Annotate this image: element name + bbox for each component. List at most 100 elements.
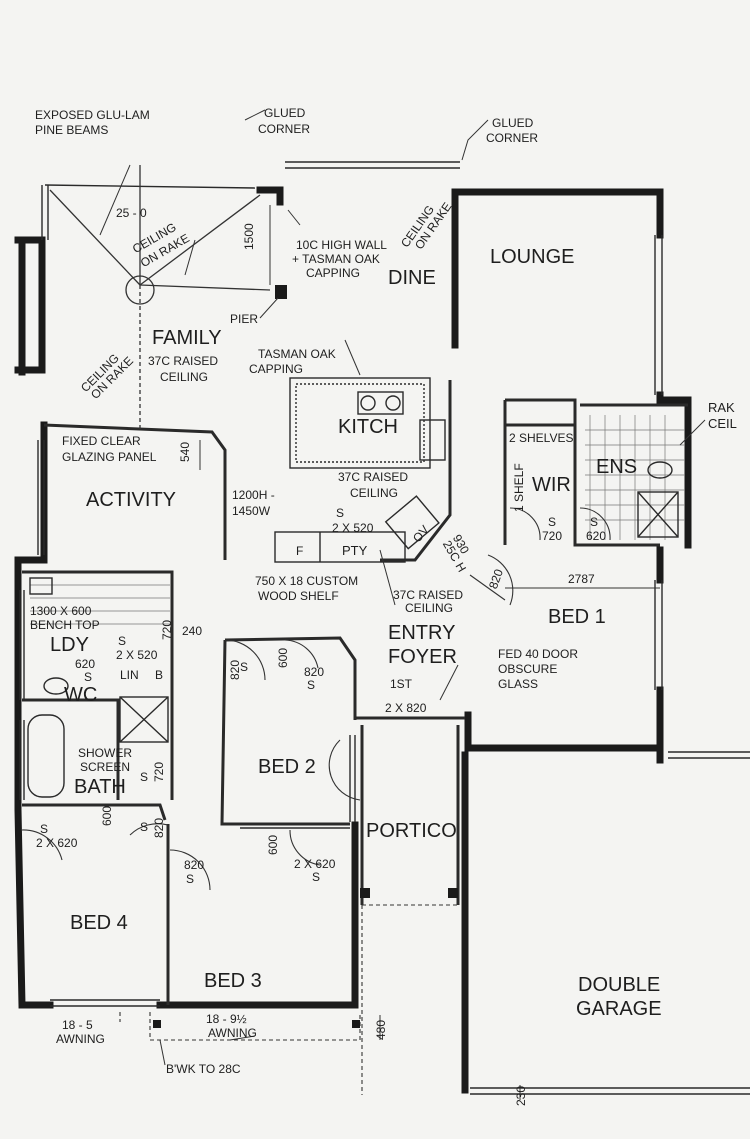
note-brickwork: B'WK TO 28c [166, 1062, 241, 1076]
note-front-door-line2: OBSCURE [498, 662, 558, 676]
note-front-door-line3: GLASS [498, 677, 539, 691]
note-window-height-line2: 1450W [232, 504, 271, 518]
room-wc: WC [64, 684, 98, 706]
note-beams-line2: PINE BEAMS [35, 123, 109, 137]
note-awning-a-line1: 18 - 9½ [206, 1012, 247, 1026]
room-bed3: BED 3 [204, 970, 262, 992]
dim-bed3-doors: 2 x 620 [294, 857, 336, 871]
room-bed2: BED 2 [258, 756, 316, 778]
room-laundry: LDY [50, 634, 89, 656]
room-entry-line1: ENTRY [388, 622, 456, 644]
room-bed4: BED 4 [70, 912, 128, 934]
hall-sliding-marker: S [140, 820, 149, 834]
room-portico: PORTICO [366, 820, 457, 842]
wir-sliding-marker: S [548, 515, 557, 529]
dim-wall-height: 1500 [242, 223, 256, 250]
room-dine: DINE [388, 267, 436, 289]
note-wir-shelves: 2 SHELVES [509, 431, 574, 445]
dim-bath-door: 720 [152, 761, 166, 782]
note-kitchen-ceiling-line2: CEILING [350, 486, 399, 500]
dim-240: 240 [182, 624, 203, 638]
note-wir-shelf: 1 SHELF [512, 463, 526, 512]
kitchen-benches [274, 377, 446, 563]
note-awning-b-line2: AWNING [56, 1032, 105, 1046]
note-window-height-line1: 1200H - [232, 488, 275, 502]
room-garage-line1: DOUBLE [578, 974, 661, 996]
note-awning-a-line2: AWNING [208, 1026, 257, 1040]
dim-pantry-doors: 2 x 520 [332, 521, 374, 535]
leader-lines [159, 109, 706, 1066]
pantry-sliding-marker: S [336, 506, 345, 520]
note-shelf-line1: 750 x 18 CUSTOM [255, 574, 359, 588]
room-lounge: LOUNGE [490, 246, 575, 268]
ens-sliding-marker: S [590, 515, 599, 529]
note-foyer-ceiling-line1: 37c RAISED [393, 588, 464, 602]
bed2b-sliding-marker: S [307, 678, 316, 692]
note-glued-corner-a-line2: CORNER [258, 122, 311, 136]
note-shelf-line2: WOOD SHELF [258, 589, 339, 603]
room-bed1: BED 1 [548, 606, 606, 628]
dim-door-600-bed4: 600 [100, 805, 114, 826]
room-activity: ACTIVITY [86, 489, 177, 511]
note-glued-corner-b-line2: CORNER [486, 131, 539, 145]
room-wir: WIR [532, 474, 571, 496]
note-tasman-capping-line2: CAPPING [249, 362, 304, 376]
note-bench-line1: 1300 x 600 [30, 604, 92, 618]
room-bath: BATH [74, 776, 126, 798]
room-ens: ENS [596, 456, 638, 478]
room-garage-line2: GARAGE [576, 998, 662, 1020]
note-kitchen-ceiling-line1: 37c RAISED [338, 470, 409, 484]
interior-walls [22, 380, 688, 1005]
bed3-sliding-marker: S [186, 872, 195, 886]
note-high-wall-line2: + TASMAN OAK [292, 252, 380, 266]
room-kitchen: KITCH [338, 416, 398, 438]
dim-door-600-bed3: 600 [266, 834, 280, 855]
label-linen: LIN [120, 668, 139, 682]
note-high-wall-line1: 10c HIGH WALL [296, 238, 387, 252]
dim-door-820-bed3: 820 [184, 858, 205, 872]
note-glued-corner-a-line1: GLUED [264, 106, 306, 120]
note-high-wall-line3: CAPPING [306, 266, 361, 280]
label-broom: B [155, 668, 164, 682]
exterior-walls [14, 186, 692, 1094]
note-rak-line1: RAK [708, 400, 735, 415]
bed2a-sliding-marker: S [240, 660, 249, 674]
dim-480: 480 [374, 1019, 388, 1040]
beam-lines [49, 164, 271, 430]
room-entry-line2: FOYER [388, 646, 457, 668]
note-shower-line2: SCREEN [80, 760, 131, 774]
room-family: FAMILY [152, 327, 222, 349]
note-beam-span: 25 - 0 [116, 206, 147, 220]
piers [153, 285, 458, 1028]
windows [19, 161, 750, 1095]
note-family-ceiling-line2: CEILING [160, 370, 209, 384]
label-fridge: F [296, 544, 304, 558]
laundry-sliding-marker: S [118, 634, 127, 648]
dim-wir-door: 720 [542, 529, 563, 543]
door-swings [21, 507, 611, 891]
dim-wc-door: 620 [75, 657, 96, 671]
wc-sliding-marker: S [84, 670, 93, 684]
bed4-sliding-marker: S [40, 822, 49, 836]
note-tasman-capping-line1: TASMAN OAK [258, 347, 336, 361]
dim-glazing: 540 [178, 441, 192, 462]
bathroom-fixtures [27, 461, 679, 798]
dim-230: 230 [514, 1085, 528, 1106]
note-awning-b-line1: 18 - 5 [62, 1018, 93, 1032]
note-first-step: 1st [390, 677, 413, 691]
bed3b-sliding-marker: S [312, 870, 321, 884]
dim-front-doors: 2 x 820 [385, 701, 427, 715]
note-beams-line1: EXPOSED GLU-LAM [35, 108, 150, 122]
dim-bed4-doors: 2 x 620 [36, 836, 78, 850]
dimension-lines [199, 205, 660, 1100]
dim-ens-door: 620 [586, 529, 607, 543]
dim-laundry-720: 720 [160, 619, 174, 640]
dim-door-820-bed2b: 820 [304, 665, 325, 679]
note-glued-corner-b-line1: GLUED [492, 116, 534, 130]
note-family-ceiling-line1: 37c RAISED [148, 354, 219, 368]
note-glazing-line2: GLAZING PANEL [62, 450, 157, 464]
note-bench-line2: BENCH TOP [30, 618, 100, 632]
note-glazing-line1: FIXED CLEAR [62, 434, 141, 448]
room-pantry: PTY [342, 543, 368, 558]
note-front-door-line1: FED 40 DOOR [498, 647, 579, 661]
